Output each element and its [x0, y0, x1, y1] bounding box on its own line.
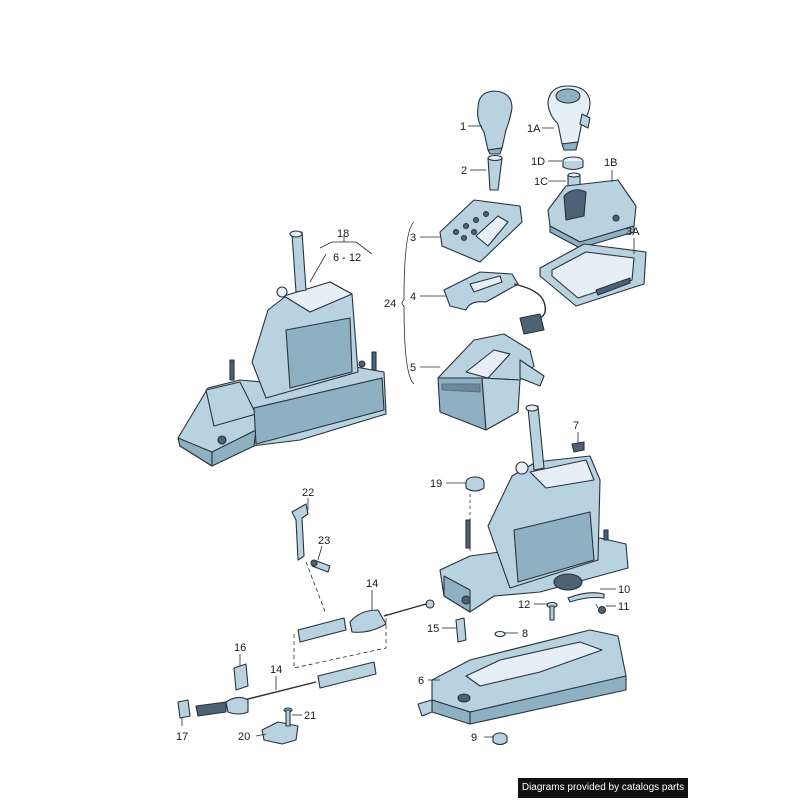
callout-8: 8	[522, 628, 528, 640]
callout-18: 18	[337, 228, 349, 240]
gear-knob-part-1A	[547, 85, 591, 151]
clip-part-17	[177, 699, 191, 719]
bottom-housing-part-6	[417, 629, 627, 725]
nut-part-9	[492, 732, 508, 746]
bolt-part-12	[546, 601, 558, 621]
callout-20: 20	[238, 731, 250, 743]
callout-1D: 1D	[531, 156, 545, 168]
leader-lines	[181, 125, 635, 738]
sleeve-part-2	[487, 154, 503, 191]
housing-part-5	[437, 333, 545, 431]
callout-1A: 1A	[527, 123, 541, 135]
dashed-guide-box	[293, 614, 387, 669]
selector-mechanism-lower	[439, 404, 629, 613]
gear-knob-part-1	[477, 90, 513, 155]
clip-part-16	[233, 663, 249, 691]
callout-17: 17	[176, 731, 188, 743]
callout-2: 2	[461, 165, 467, 177]
frame-part-3A	[539, 243, 647, 307]
callout-14-upper: 14	[366, 578, 378, 590]
bracket-part-20	[261, 721, 299, 745]
callout-18-range: 6 - 12	[333, 252, 361, 264]
callout-19: 19	[430, 478, 442, 490]
bolt-part-23	[310, 559, 331, 573]
callout-11: 11	[618, 601, 629, 613]
callout-15: 15	[427, 623, 439, 635]
callout-10: 10	[618, 584, 630, 596]
callout-labels: 1 2 1A 1D 1C 1B 3A 3 4 5 24 18 6 - 12 19…	[176, 121, 640, 744]
bolt-part-21	[283, 707, 293, 727]
callout-3: 3	[410, 232, 416, 244]
callout-1: 1	[460, 121, 466, 133]
cable-part-14-upper	[297, 561, 435, 643]
callout-4: 4	[410, 291, 416, 303]
strap-part-10	[567, 592, 605, 603]
bracket-part-22	[291, 503, 309, 561]
clip-part-15	[455, 617, 467, 643]
callout-1C: 1C	[534, 176, 548, 188]
callout-21: 21	[304, 710, 316, 722]
callout-16: 16	[234, 642, 246, 654]
callout-7: 7	[573, 420, 579, 432]
callout-1B: 1B	[604, 157, 617, 169]
clip-part-7	[571, 441, 585, 453]
washer-part-8	[494, 630, 506, 638]
selector-mechanism-part-18	[177, 230, 387, 467]
light-guide-part-4	[443, 271, 547, 335]
callout-22: 22	[302, 487, 314, 499]
callout-24: 24	[384, 298, 396, 310]
ring-part-1D	[562, 156, 584, 171]
callout-3A: 3A	[626, 226, 640, 238]
callout-6: 6	[418, 675, 424, 687]
callout-12: 12	[518, 599, 530, 611]
callout-9: 9	[471, 732, 477, 744]
indicator-plate-part-3	[439, 199, 523, 263]
nut-part-19	[465, 476, 485, 552]
cable-part-14-lower	[195, 661, 377, 717]
catalog-attribution-banner: Diagrams provided by catalogs parts	[518, 778, 688, 798]
callout-14-lower: 14	[270, 664, 282, 676]
callout-5: 5	[410, 362, 416, 374]
screw-part-11	[595, 603, 607, 615]
callout-23: 23	[318, 535, 330, 547]
boot-cover-part-1B	[547, 179, 637, 249]
